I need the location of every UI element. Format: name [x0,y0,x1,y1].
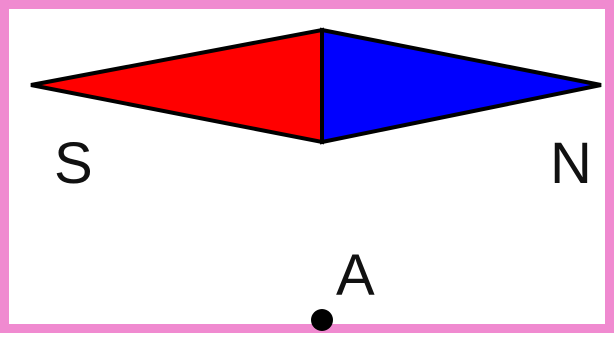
diagram-frame: S N A [0,0,614,333]
north-label: N [550,131,592,196]
south-label: S [54,131,93,196]
point-a-label: A [336,243,375,308]
point-a [311,309,333,331]
north-half [320,27,602,145]
magnet-diagram: S N A [30,27,602,331]
south-half [30,27,324,145]
